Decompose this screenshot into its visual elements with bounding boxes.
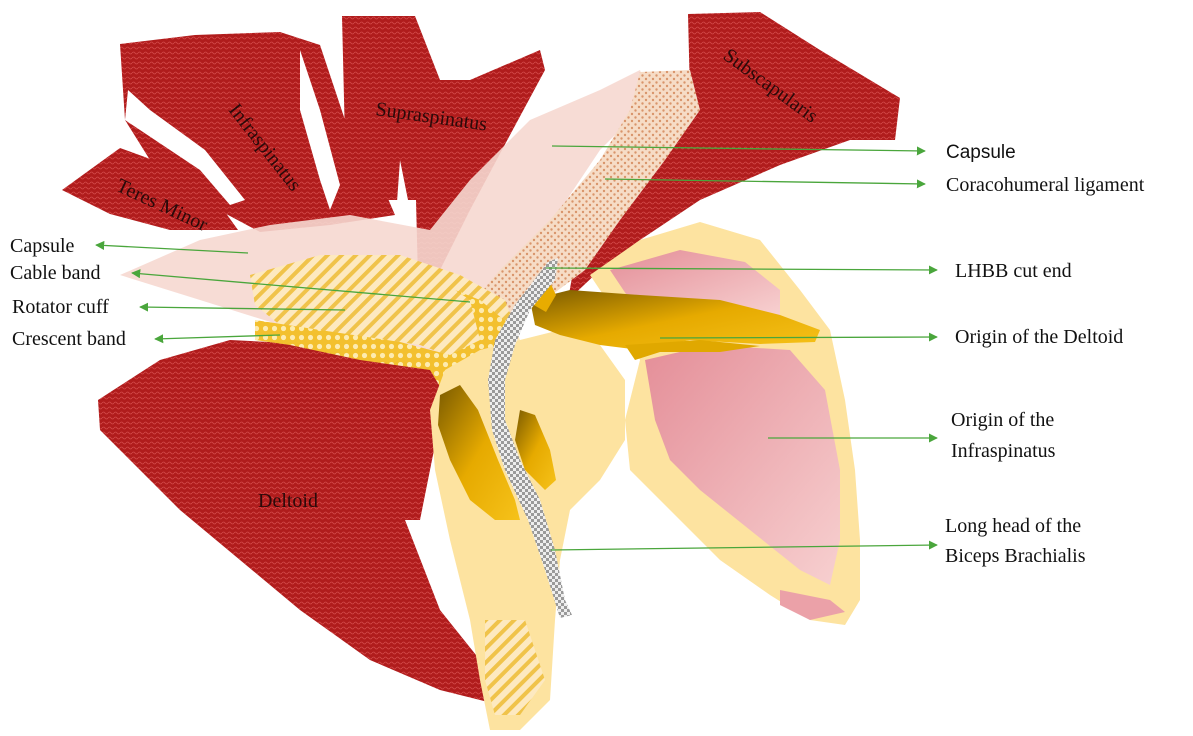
crescent-band-label: Crescent band	[12, 328, 126, 350]
deltoid-label: Deltoid	[258, 490, 318, 512]
long-head-label-line2: Biceps Brachialis	[945, 545, 1086, 567]
origin-infra-label-line1: Origin of the	[951, 409, 1054, 431]
lhbb-label: LHBB cut end	[955, 260, 1072, 282]
long-head-label-line1: Long head of the	[945, 515, 1081, 537]
origin-deltoid-label: Origin of the Deltoid	[955, 326, 1123, 348]
capsule-left-label: Capsule	[10, 235, 75, 257]
cable-band-label: Cable band	[10, 262, 101, 284]
origin-infra-label-line2: Infraspinatus	[951, 440, 1056, 462]
coracohumeral-label: Coracohumeral ligament	[946, 174, 1145, 196]
capsule-right-label: Capsule	[946, 142, 1016, 163]
rotator-cuff-label: Rotator cuff	[12, 296, 109, 318]
